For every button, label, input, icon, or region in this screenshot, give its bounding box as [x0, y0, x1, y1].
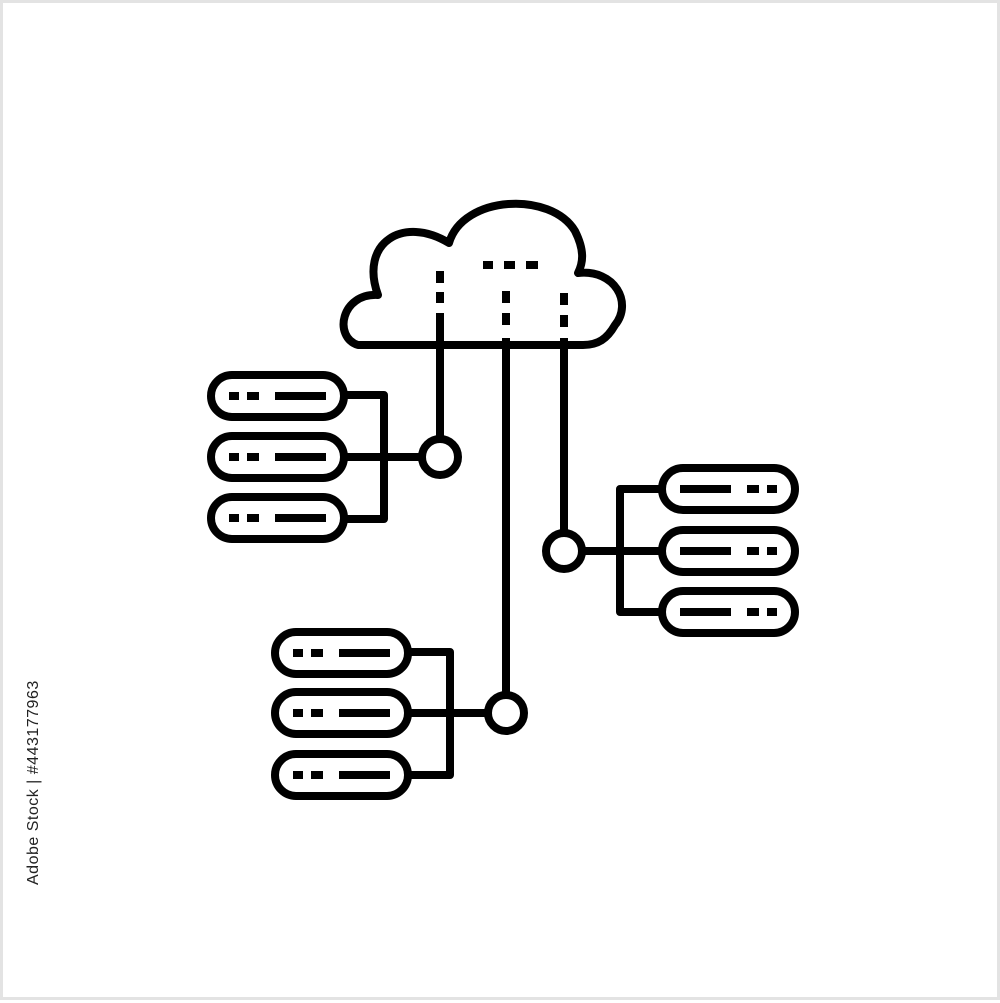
cloud-icon [339, 199, 627, 349]
hub-node-center [484, 691, 528, 735]
server-rack-center [271, 628, 488, 800]
cloud-dashed-connectors [436, 261, 568, 327]
hub-node-right [542, 529, 586, 573]
server-rack-left [207, 371, 422, 543]
hub-node-left [418, 435, 462, 479]
server-rack-right [582, 464, 799, 637]
stock-id-label: Adobe Stock | #443177963 [25, 680, 42, 885]
cloud-server-network-icon [207, 199, 799, 800]
